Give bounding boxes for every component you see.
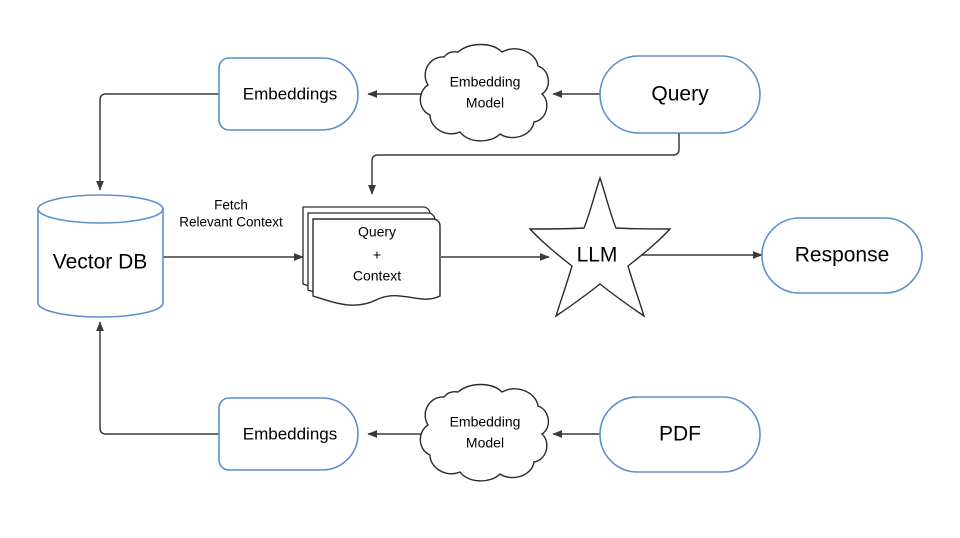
response-shape (761, 217, 923, 294)
query-context-label-line2: + (373, 247, 381, 263)
vector-db-label: Vector DB (53, 251, 148, 274)
embeddings-top-label: Embeddings (243, 84, 338, 103)
fetch-label-line1: Fetch (214, 198, 248, 213)
node-pdf[interactable]: PDF (599, 396, 761, 473)
node-vector-db[interactable]: Vector DB (37, 194, 164, 318)
node-query[interactable]: Query (599, 55, 761, 134)
node-embeddings-top[interactable]: Embeddings (218, 57, 359, 131)
embedding-model-bottom-label-line2: Model (466, 435, 504, 451)
embedding-model-top-label-line1: Embedding (450, 74, 521, 90)
response-label: Response (795, 244, 890, 267)
query-context-sheet-front (312, 218, 441, 306)
edge-embeddings-top-to-vector-db (96, 93, 219, 191)
vector-db-top-ellipse (37, 194, 164, 224)
embedding-model-bottom-label-line1: Embedding (450, 414, 521, 430)
embeddings-top-shape (218, 57, 359, 131)
edge-label-fetch-relevant-context: Fetch Relevant Context (179, 198, 283, 230)
fetch-label-line2: Relevant Context (179, 215, 283, 230)
edge-query-to-query-context (368, 133, 680, 195)
edge-embeddings-bottom-to-vector-db (96, 321, 219, 435)
query-shape (599, 55, 761, 134)
embedding-model-top-label-line2: Model (466, 95, 504, 111)
node-embeddings-bottom[interactable]: Embeddings (218, 397, 359, 471)
query-label: Query (651, 83, 709, 106)
embedding-model-bottom-cloud-shape (419, 383, 549, 482)
node-embedding-model-bottom[interactable]: Embedding Model (419, 383, 549, 482)
embeddings-bottom-shape (218, 397, 359, 471)
query-context-label-line3: Context (353, 268, 401, 284)
node-llm[interactable]: LLM (528, 175, 672, 318)
llm-star-shape (528, 175, 672, 318)
embeddings-bottom-label: Embeddings (243, 424, 338, 443)
query-context-label-line1: Query (358, 224, 396, 240)
node-embedding-model-top[interactable]: Embedding Model (419, 43, 549, 142)
pdf-label: PDF (659, 423, 701, 446)
llm-label: LLM (577, 244, 618, 267)
node-query-context[interactable]: Query + Context (302, 206, 441, 306)
node-response[interactable]: Response (761, 217, 923, 294)
vector-db-body-shape (37, 208, 164, 318)
pdf-shape (599, 396, 761, 473)
embedding-model-top-cloud-shape (419, 43, 549, 142)
